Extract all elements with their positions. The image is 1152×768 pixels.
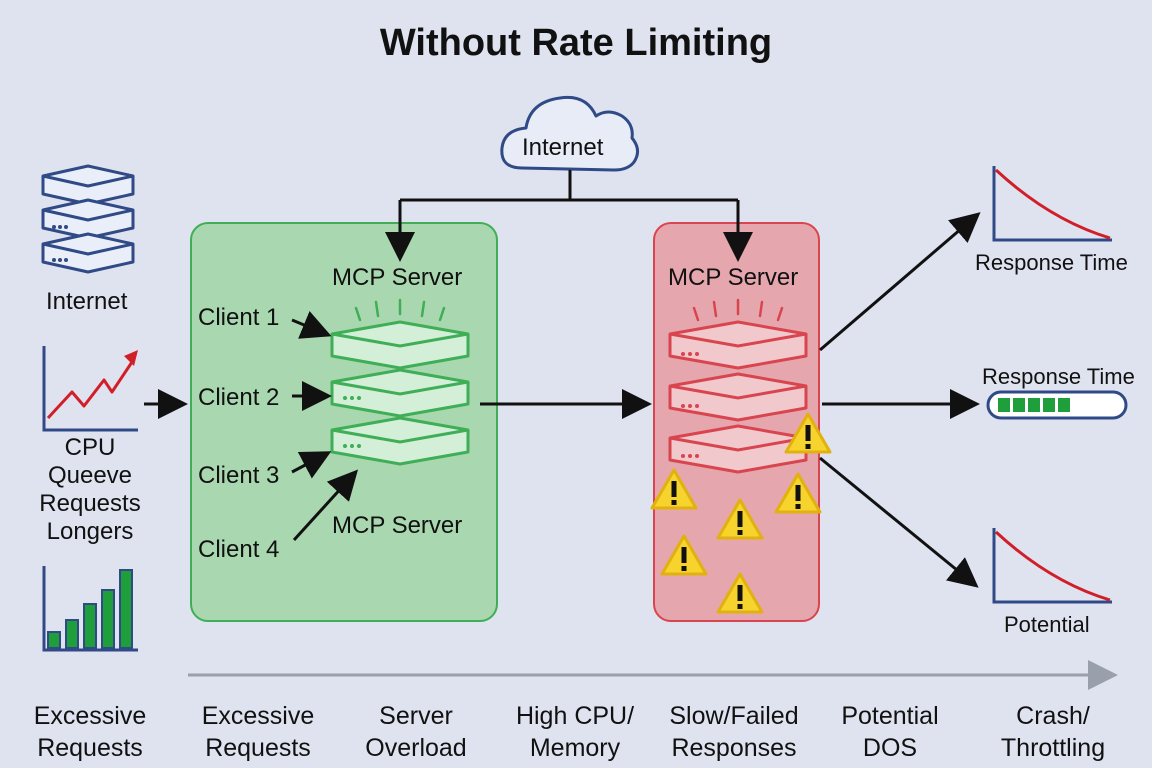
progress-label: Response Time — [982, 364, 1135, 389]
progress-segment — [1043, 398, 1055, 412]
client-4-label: Client 4 — [198, 536, 280, 563]
cpu-line: CPU — [64, 434, 116, 461]
client-3-label: Client 3 — [198, 462, 280, 489]
timeline-item: Excessive Requests — [20, 700, 160, 764]
cpu-line: Queeve — [47, 462, 133, 489]
response-time-chart-top — [992, 166, 1112, 242]
database-icon — [41, 164, 135, 274]
cloud-connectors — [385, 170, 753, 262]
timeline-line: Throttling — [1000, 734, 1106, 762]
timeline-item: Slow/Failed Responses — [656, 700, 812, 764]
cloud-icon — [500, 95, 639, 172]
timeline-line: Crash/ — [1016, 702, 1090, 730]
timeline-line: Responses — [671, 734, 797, 762]
bar-chart-icon — [42, 566, 138, 652]
red-server-icon — [668, 298, 808, 474]
green-server-panel — [190, 222, 498, 622]
potential-chart — [992, 528, 1112, 604]
timeline-line: Excessive — [201, 702, 315, 730]
progress-segment — [1058, 398, 1070, 412]
client-2-label: Client 2 — [198, 384, 280, 411]
bottom-chart-label: Potential — [1004, 612, 1090, 637]
timeline-line: Memory — [529, 734, 621, 762]
timeline-line: Requests — [205, 734, 311, 762]
timeline-item: Server Overload — [346, 700, 486, 764]
timeline-line: Potential — [841, 702, 939, 730]
output-arrows — [819, 212, 981, 588]
page-title: Without Rate Limiting — [379, 22, 773, 64]
timeline-line: Requests — [37, 734, 143, 762]
timeline-item: Excessive Requests — [188, 700, 328, 764]
green-server-bottom-label: MCP Server — [332, 512, 463, 539]
cpu-queue-label: CPU Queeve Requests Longers — [30, 434, 150, 546]
timeline-item: High CPU/ Memory — [500, 700, 650, 764]
timeline-line: High CPU/ — [515, 702, 635, 730]
cloud-label: Internet — [522, 134, 604, 161]
left-internet-label: Internet — [46, 288, 128, 315]
timeline-line: DOS — [862, 734, 918, 762]
response-time-progress — [986, 390, 1128, 420]
timeline-item: Potential DOS — [820, 700, 960, 764]
timeline-line: Excessive — [33, 702, 147, 730]
timeline-line: Server — [379, 702, 453, 730]
timeline-item: Crash/ Throttling — [978, 700, 1128, 764]
timeline-line: Overload — [365, 734, 467, 762]
progress-segment — [998, 398, 1010, 412]
cpu-line-chart-icon — [42, 346, 138, 432]
client-arrows — [291, 310, 359, 542]
timeline-line: Slow/Failed — [669, 702, 799, 730]
progress-segment — [1028, 398, 1040, 412]
green-server-top-label: MCP Server — [332, 264, 463, 291]
progress-segment — [1013, 398, 1025, 412]
red-server-label: MCP Server — [668, 264, 799, 291]
cpu-line: Requests — [39, 490, 141, 517]
green-server-icon — [330, 298, 470, 466]
top-chart-label: Response Time — [975, 250, 1128, 275]
client-1-label: Client 1 — [198, 304, 280, 331]
cpu-line: Longers — [46, 518, 134, 545]
